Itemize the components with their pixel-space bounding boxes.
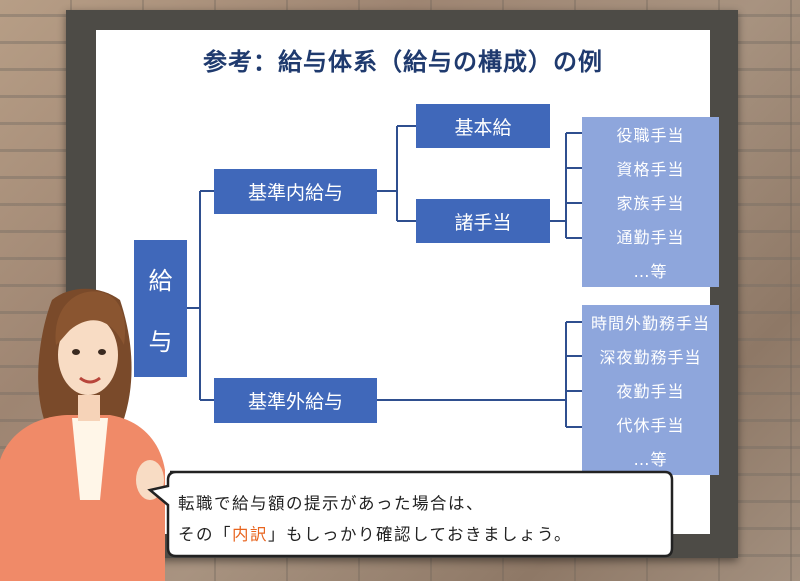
list-item: …等 bbox=[633, 450, 668, 469]
root-box-kyuyo: 給 与 bbox=[134, 240, 187, 377]
allowance-list-external: 時間外勤務手当 深夜勤務手当 夜勤手当 代休手当 …等 bbox=[582, 305, 719, 475]
root-char-1: 給 bbox=[148, 266, 173, 295]
bubble-line-1: 転職で給与額の提示があった場合は、 bbox=[178, 494, 484, 513]
branch-shoteate: 諸手当 bbox=[416, 199, 550, 243]
list-item: 代休手当 bbox=[616, 416, 685, 435]
list-item: 深夜勤務手当 bbox=[599, 348, 702, 367]
bubble-line-2: その「内訳」もしっかり確認しておきましょう。 bbox=[178, 519, 648, 550]
list-item: 家族手当 bbox=[616, 194, 685, 213]
list-item: 役職手当 bbox=[616, 126, 685, 145]
list-item: 時間外勤務手当 bbox=[590, 314, 710, 333]
bubble-line-2-post: 」もしっかり確認しておきましょう。 bbox=[268, 525, 573, 544]
page-title: 参考：給与体系（給与の構成）の例 bbox=[203, 48, 603, 76]
list-item: …等 bbox=[633, 262, 668, 281]
list-item: 通勤手当 bbox=[616, 228, 685, 247]
bubble-line-2-pre: その「 bbox=[178, 525, 232, 544]
list-item: 夜勤手当 bbox=[616, 382, 685, 401]
bubble-highlight: 内訳 bbox=[232, 525, 268, 544]
branch-kihonkyu: 基本給 bbox=[416, 104, 550, 148]
branch-kijun-gai: 基準外給与 bbox=[214, 378, 377, 423]
speech-bubble-text: 転職で給与額の提示があった場合は、 その「内訳」もしっかり確認しておきましょう。 bbox=[178, 488, 648, 550]
root-char-2: 与 bbox=[148, 327, 173, 356]
branch-kijun-nai: 基準内給与 bbox=[214, 169, 377, 214]
allowance-list-internal: 役職手当 資格手当 家族手当 通勤手当 …等 bbox=[582, 117, 719, 287]
list-item: 資格手当 bbox=[616, 160, 685, 179]
